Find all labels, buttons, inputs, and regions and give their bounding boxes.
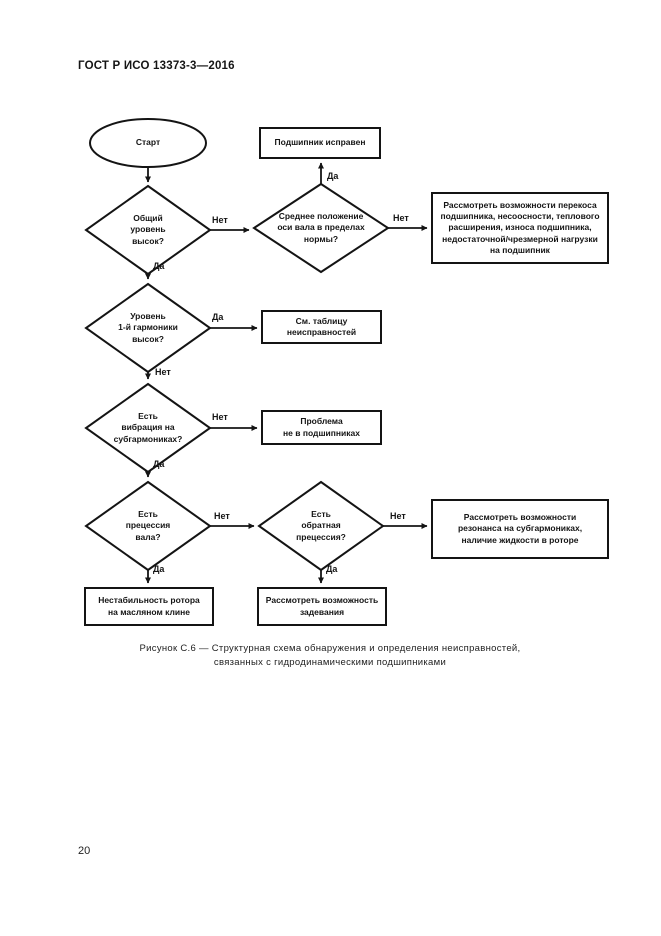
- edge-label-reverse-no: Нет: [390, 511, 406, 521]
- box-consider-rubbing-shape: [257, 587, 387, 626]
- edge-label-position-yes: Да: [327, 171, 339, 181]
- box-rotor-instability-label: Нестабильность ротора на масляном клине: [98, 595, 200, 617]
- box-see-fault-table-label: См. таблицу неисправностей: [286, 315, 357, 337]
- edge-label-harmonic-no: Нет: [155, 367, 171, 377]
- box-consider-rubbing-label: Рассмотреть возможность задевания: [265, 595, 379, 617]
- document-header: ГОСТ Р ИСО 13373-3—2016: [78, 60, 235, 72]
- box-see-fault-table-shape: [261, 310, 382, 344]
- decision-reverse-precession-shape: [257, 480, 385, 572]
- box-bearing-ok-shape: [259, 127, 381, 159]
- start-terminal-label: Старт: [135, 137, 161, 148]
- edge-label-reverse-yes: Да: [326, 564, 338, 574]
- box-consider-misalignment-label: Рассмотреть возможности перекоса подшипн…: [440, 200, 600, 255]
- box-consider-resonance-shape: [431, 499, 609, 559]
- decision-first-harmonic-shape: [84, 282, 212, 374]
- decision-shaft-position-shape: [252, 182, 390, 274]
- decision-shaft-precession-label: Есть прецессия вала?: [125, 509, 171, 542]
- decision-reverse-precession-label: Есть обратная прецессия?: [296, 509, 346, 542]
- page-number: 20: [78, 845, 91, 857]
- box-not-bearing-problem-shape: [261, 410, 382, 445]
- box-not-bearing-problem-label: Проблема не в подшипниках: [283, 416, 360, 438]
- edge-label-overall-no: Нет: [212, 215, 228, 225]
- decision-overall-level-label: Общий уровень высок?: [130, 213, 166, 246]
- decision-subharmonic-vibration-shape: [84, 382, 212, 474]
- edge-label-precession-yes: Да: [153, 564, 165, 574]
- decision-overall-level-shape: [84, 184, 212, 276]
- start-terminal-shape: [89, 118, 207, 168]
- decision-shaft-position-label: Среднее положение оси вала в пределах но…: [277, 211, 365, 244]
- box-consider-resonance-label: Рассмотреть возможности резонанса на суб…: [457, 512, 583, 545]
- box-consider-misalignment-shape: [431, 192, 609, 264]
- box-bearing-ok-label: Подшипник исправен: [274, 137, 366, 148]
- decision-shaft-precession-shape: [84, 480, 212, 572]
- figure-caption: Рисунок С.6 — Структурная схема обнаруже…: [139, 643, 521, 669]
- decision-subharmonic-vibration-label: Есть вибрация на субгармониках?: [113, 411, 183, 444]
- edge-label-harmonic-yes: Да: [212, 312, 224, 322]
- edge-label-subharmonic-yes: Да: [153, 459, 165, 469]
- edge-label-position-no: Нет: [393, 213, 409, 223]
- box-rotor-instability-shape: [84, 587, 214, 626]
- edge-label-overall-yes: Да: [153, 261, 165, 271]
- edge-label-precession-no: Нет: [214, 511, 230, 521]
- decision-first-harmonic-label: Уровень 1-й гармоники высок?: [118, 311, 178, 344]
- edge-label-subharmonic-no: Нет: [212, 412, 228, 422]
